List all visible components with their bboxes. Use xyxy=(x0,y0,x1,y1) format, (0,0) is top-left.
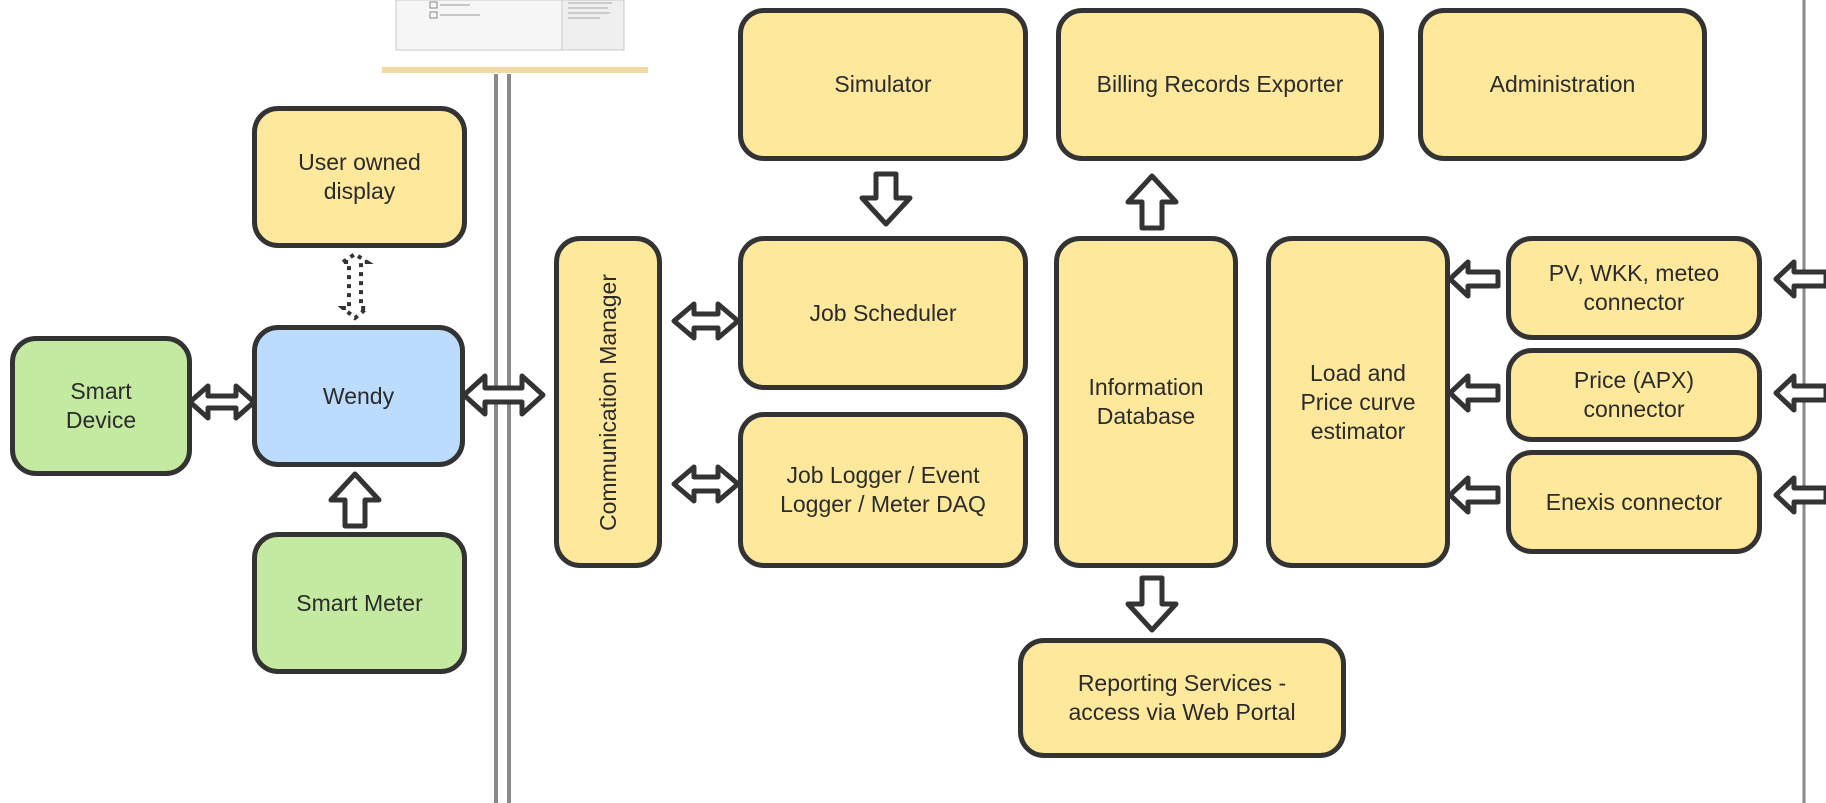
administration-box: Administration xyxy=(1418,8,1707,161)
load-price-estimator-box: Load and Price curve estimator xyxy=(1266,236,1450,568)
communication-manager-label: Communication Manager xyxy=(594,273,621,531)
smart-device-label: Smart Device xyxy=(65,378,137,433)
job-logger-label: Job Logger / Event Logger / Meter DAQ xyxy=(780,462,986,517)
arrow-left-price-source xyxy=(1773,373,1826,413)
screenshot-thumbnail xyxy=(382,0,648,73)
arrow-up-billing xyxy=(1125,173,1179,231)
arrow-dotted-display xyxy=(336,251,374,321)
smart-device-box: Smart Device xyxy=(10,336,192,476)
information-database-label: Information Database xyxy=(1088,374,1204,429)
smart-meter-box: Smart Meter xyxy=(252,532,467,674)
arrow-double-wendy-comm xyxy=(461,373,546,417)
job-scheduler-box: Job Scheduler xyxy=(738,236,1028,390)
enexis-connector-label: Enexis connector xyxy=(1545,488,1723,515)
simulator-box: Simulator xyxy=(738,8,1028,161)
wendy-label: Wendy xyxy=(322,382,395,409)
price-connector-label: Price (APX) connector xyxy=(1573,367,1695,422)
reporting-services-box: Reporting Services - access via Web Port… xyxy=(1018,638,1346,758)
pv-connector-box: PV, WKK, meteo connector xyxy=(1506,236,1762,340)
arrow-up-meter xyxy=(328,471,382,529)
arrow-double-device-wendy xyxy=(187,383,257,421)
arrow-left-price xyxy=(1447,373,1501,413)
administration-label: Administration xyxy=(1489,71,1636,97)
pv-connector-label: PV, WKK, meteo connector xyxy=(1548,260,1720,315)
smart-meter-label: Smart Meter xyxy=(296,589,423,616)
user-owned-display-box: User owned display xyxy=(252,106,467,248)
information-database-box: Information Database xyxy=(1054,236,1238,568)
job-logger-box: Job Logger / Event Logger / Meter DAQ xyxy=(738,412,1028,568)
arrow-left-enexis xyxy=(1447,475,1501,515)
job-scheduler-label: Job Scheduler xyxy=(809,299,957,326)
wendy-box: Wendy xyxy=(252,325,465,467)
price-connector-box: Price (APX) connector xyxy=(1506,348,1762,442)
simulator-label: Simulator xyxy=(834,71,932,97)
arrow-down-simulator xyxy=(859,171,913,227)
arrow-left-pv-source xyxy=(1773,259,1826,299)
reporting-services-label: Reporting Services - access via Web Port… xyxy=(1068,670,1296,725)
arrow-left-enexis-source xyxy=(1773,475,1826,515)
billing-records-exporter-label: Billing Records Exporter xyxy=(1096,71,1344,97)
user-owned-display-label: User owned display xyxy=(298,149,421,204)
arrow-down-reporting xyxy=(1125,575,1179,633)
enexis-connector-box: Enexis connector xyxy=(1506,450,1762,554)
arrow-double-logger xyxy=(671,464,741,504)
communication-manager-box: Communication Manager xyxy=(554,236,662,568)
billing-records-exporter-box: Billing Records Exporter xyxy=(1056,8,1384,161)
arrow-left-pv xyxy=(1447,259,1501,299)
load-price-estimator-label: Load and Price curve estimator xyxy=(1300,359,1416,444)
arrow-double-scheduler xyxy=(671,301,741,341)
